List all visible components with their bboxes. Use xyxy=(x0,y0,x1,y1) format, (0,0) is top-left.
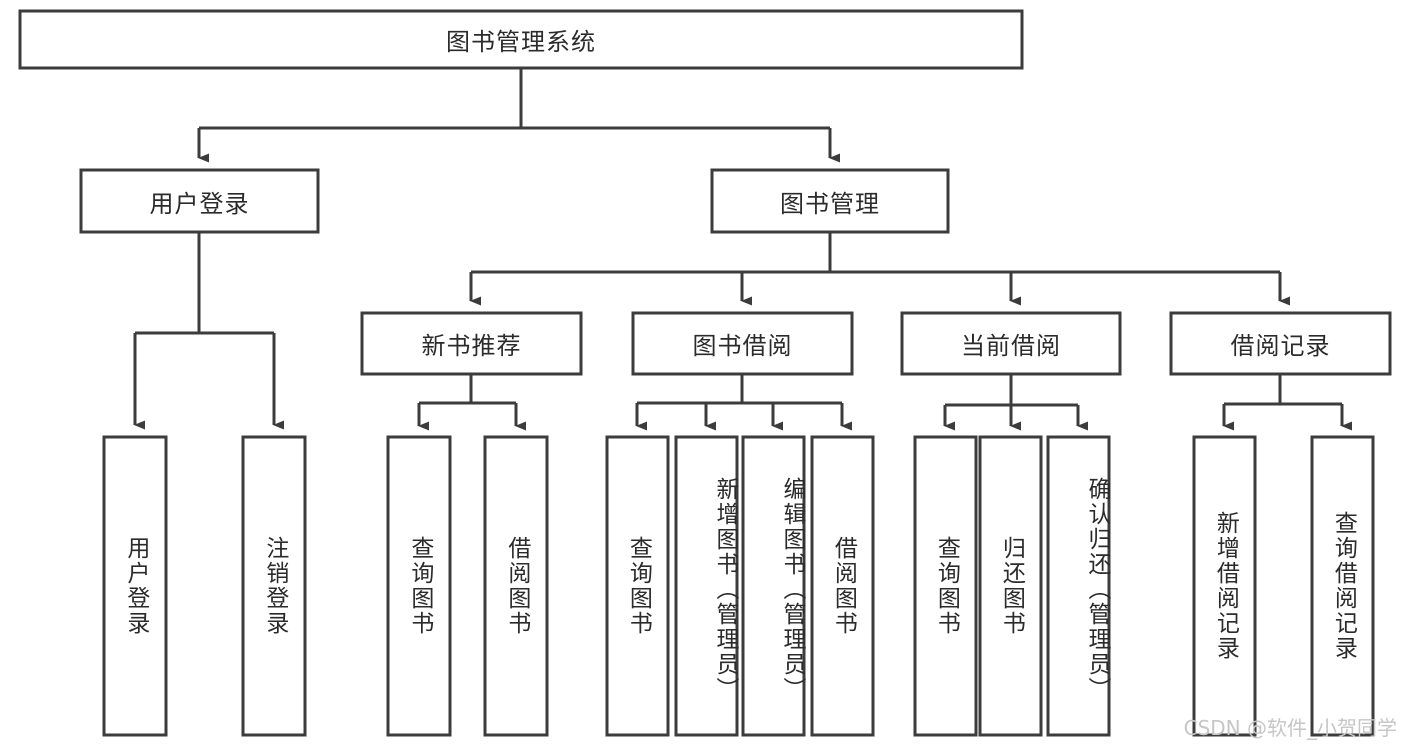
node-box-leaf-add-book[interactable] xyxy=(674,435,739,737)
node-box-user-login[interactable] xyxy=(79,168,320,234)
node-box-root[interactable] xyxy=(18,9,1024,70)
node-box-leaf-borrow-book[interactable] xyxy=(810,435,875,737)
node-box-leaf-logout[interactable] xyxy=(241,435,307,737)
node-box-leaf-borrow-book-rec[interactable] xyxy=(483,435,549,737)
node-box-leaf-query-book-borrow[interactable] xyxy=(605,435,670,737)
node-box-leaf-query-book-cur[interactable] xyxy=(913,435,978,737)
node-box-book-manage[interactable] xyxy=(710,168,950,234)
node-box-book-borrow[interactable] xyxy=(631,311,854,376)
node-box-leaf-confirm-return[interactable] xyxy=(1046,435,1111,737)
node-box-leaf-return-book[interactable] xyxy=(978,435,1043,737)
node-box-new-book-recommend[interactable] xyxy=(360,311,583,376)
node-box-leaf-query-book-rec[interactable] xyxy=(386,435,452,737)
node-box-leaf-edit-book[interactable] xyxy=(741,435,806,737)
node-box-leaf-add-record[interactable] xyxy=(1192,435,1257,737)
node-box-borrow-records[interactable] xyxy=(1169,311,1392,376)
node-box-leaf-user-login[interactable] xyxy=(102,435,168,737)
node-box-current-borrow[interactable] xyxy=(900,311,1122,376)
node-box-leaf-query-record[interactable] xyxy=(1310,435,1375,737)
